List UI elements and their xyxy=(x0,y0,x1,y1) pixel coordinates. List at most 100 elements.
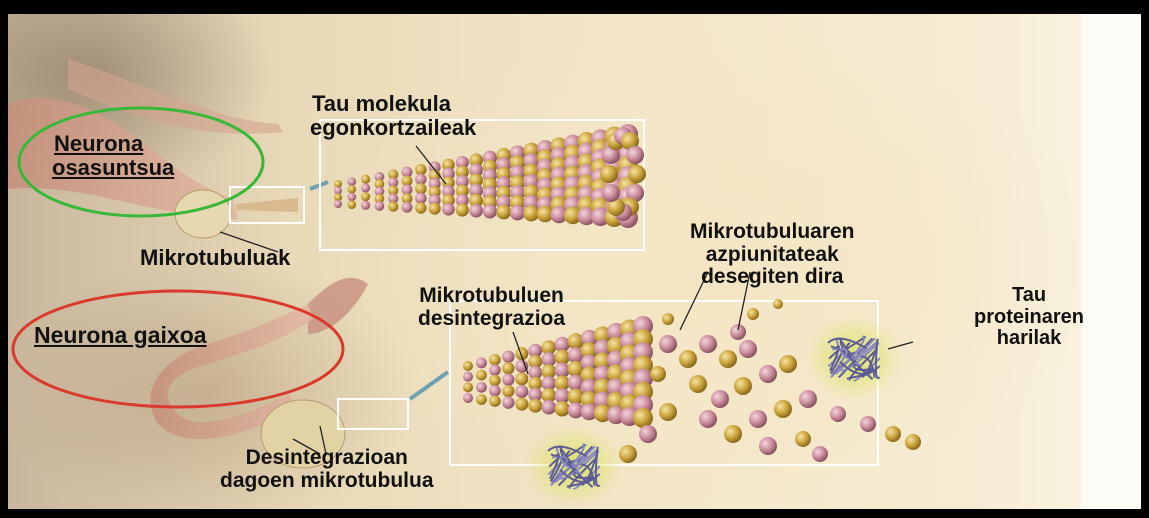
tubulin-bead xyxy=(600,165,618,183)
tubulin-bead xyxy=(510,205,525,220)
scattered-subunit xyxy=(659,403,677,421)
scattered-subunit xyxy=(860,416,876,432)
scattered-subunit xyxy=(830,406,846,422)
tubulin-bead xyxy=(489,385,501,397)
tubulin-bead xyxy=(502,374,514,386)
scattered-subunit xyxy=(734,377,752,395)
scattered-subunit xyxy=(699,410,717,428)
label-line: Tau xyxy=(974,285,1084,307)
tubulin-bead xyxy=(602,184,620,202)
tubulin-bead xyxy=(348,193,357,202)
tubulin-bead xyxy=(469,204,483,218)
tau-tangle-bottom xyxy=(524,426,624,506)
tubulin-bead xyxy=(361,175,370,184)
tubulin-bead xyxy=(402,202,413,213)
tubulin-bead xyxy=(348,185,357,194)
label-line: Desintegrazioan xyxy=(220,447,434,470)
label-line: osasuntsua xyxy=(52,156,174,180)
scattered-subunit xyxy=(699,335,717,353)
scattered-subunit xyxy=(639,425,657,443)
scattered-subunit xyxy=(759,365,777,383)
label-line: dagoen mikrotubulua xyxy=(220,470,434,493)
label-disintegrating-microtubule: Desintegrazioan dagoen mikrotubulua xyxy=(220,447,434,492)
scattered-subunit xyxy=(711,390,729,408)
tubulin-bead xyxy=(626,146,644,164)
scattered-subunit xyxy=(812,446,828,462)
scattered-subunit xyxy=(905,434,921,450)
tubulin-bead xyxy=(489,375,501,387)
label-microtubule-disintegration: Mikrotubuluen desintegrazioa xyxy=(418,285,565,330)
tubulin-bead xyxy=(463,372,473,382)
tubulin-bead xyxy=(476,394,487,405)
scattered-subunit xyxy=(662,313,674,325)
sick-inset-box xyxy=(338,399,408,429)
tubulin-bead xyxy=(463,382,473,392)
tubulin-bead xyxy=(515,385,528,398)
tubulin-bead xyxy=(528,399,542,413)
label-line: desintegrazioa xyxy=(418,308,565,331)
tubulin-bead xyxy=(628,165,646,183)
label-line: Mikrotubuluen xyxy=(418,285,565,308)
label-line: egonkortzaileak xyxy=(310,116,476,140)
label-microtubules: Mikrotubuluak xyxy=(140,246,290,270)
label-sick-neuron: Neurona gaixoa xyxy=(34,323,207,348)
tubulin-bead xyxy=(633,408,653,428)
tubulin-bead xyxy=(489,395,501,407)
tubulin-bead xyxy=(489,354,501,366)
scattered-subunit xyxy=(730,324,746,340)
tubulin-bead xyxy=(502,385,514,397)
scattered-subunit xyxy=(724,425,742,443)
tubulin-bead xyxy=(489,364,501,376)
label-line: azpiunitateak xyxy=(690,244,855,267)
scattered-subunit xyxy=(773,299,783,309)
label-line: proteinaren xyxy=(974,307,1084,329)
tubulin-bead xyxy=(555,401,570,416)
tau-tangle-right xyxy=(806,316,902,400)
tubulin-bead xyxy=(415,202,426,213)
tubulin-bead xyxy=(515,372,528,385)
scattered-subunit xyxy=(739,340,757,358)
tubulin-bead xyxy=(361,201,370,210)
label-line: desegiten dira xyxy=(690,266,855,289)
tubulin-bead xyxy=(388,202,398,212)
scattered-subunit xyxy=(779,355,797,373)
tubulin-bead xyxy=(476,358,487,369)
tubulin-bead xyxy=(476,382,487,393)
tubulin-bead xyxy=(456,203,469,216)
scattered-subunit xyxy=(749,410,767,428)
tubulin-bead xyxy=(502,351,514,363)
tubulin-bead xyxy=(334,200,342,208)
label-tau-tangles: Tau proteinaren harilak xyxy=(974,285,1084,350)
scattered-subunit xyxy=(719,350,737,368)
label-line: harilak xyxy=(974,328,1084,350)
tubulin-bead xyxy=(483,204,497,218)
tubulin-bead xyxy=(463,361,473,371)
tubulin-bead xyxy=(463,393,473,403)
scattered-subunit xyxy=(659,335,677,353)
scattered-subunit xyxy=(759,437,777,455)
label-tau-stabilizers: Tau molekula egonkortzaileak xyxy=(310,92,476,140)
tubulin-bead xyxy=(361,183,370,192)
tubulin-bead xyxy=(442,203,455,216)
tubulin-bead xyxy=(515,398,528,411)
scattered-subunit xyxy=(795,431,811,447)
label-line: Mikrotubuluaren xyxy=(690,221,855,244)
label-subunits: Mikrotubuluaren azpiunitateak desegiten … xyxy=(690,221,855,289)
tubulin-bead xyxy=(361,192,370,201)
scattered-subunit xyxy=(774,400,792,418)
tubulin-bead xyxy=(476,370,487,381)
scattered-subunit xyxy=(650,366,666,382)
tubulin-bead xyxy=(541,400,556,415)
label-line: Tau molekula xyxy=(310,92,476,116)
tubulin-bead xyxy=(375,201,385,211)
tubulin-bead xyxy=(502,362,514,374)
scattered-subunit xyxy=(689,375,707,393)
tubulin-bead xyxy=(348,200,357,209)
sick-ellipse xyxy=(13,291,343,407)
sick-neuron-shape xyxy=(150,278,368,468)
scattered-subunit xyxy=(747,308,759,320)
scattered-subunit xyxy=(799,390,817,408)
tubulin-bead xyxy=(348,177,357,186)
scattered-subunit xyxy=(679,350,697,368)
